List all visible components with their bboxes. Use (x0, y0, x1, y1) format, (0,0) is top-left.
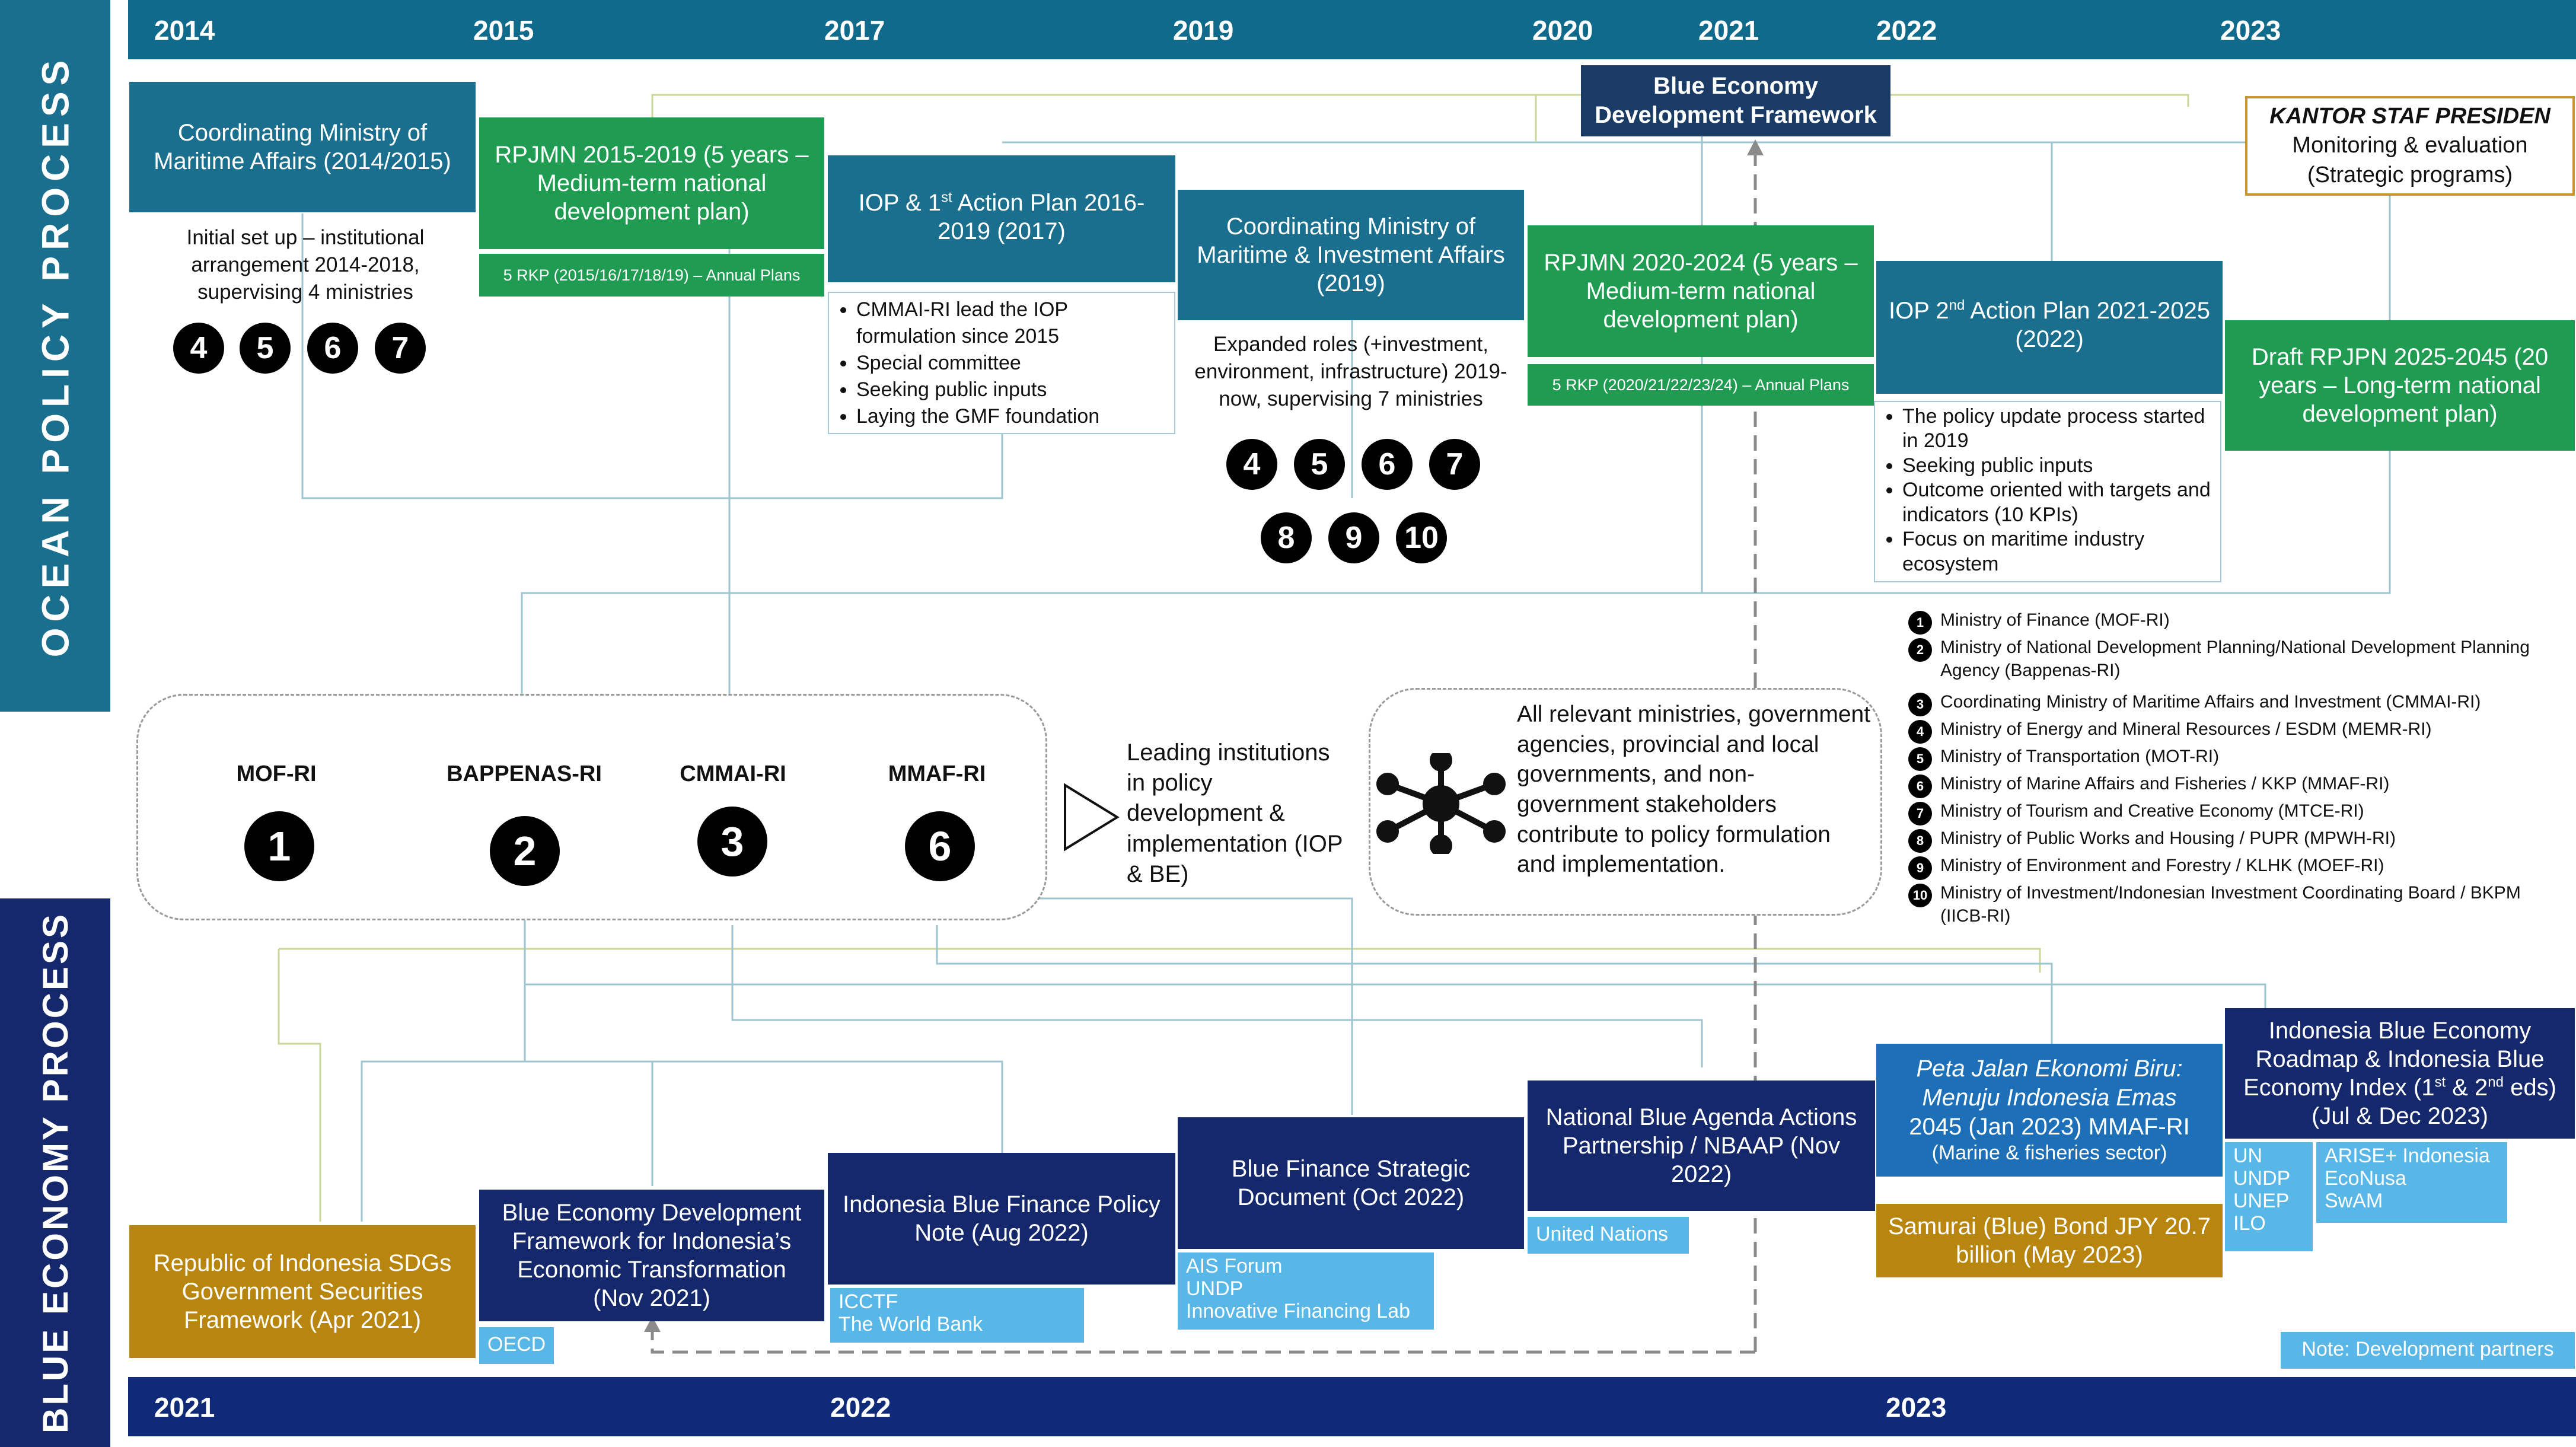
year-label: 2020 (1532, 15, 1593, 46)
network-icon (1376, 753, 1506, 854)
institution-name: MMAF-RI (888, 761, 986, 786)
list-item: Special committee (856, 350, 1171, 377)
institution-name: MOF-RI (236, 761, 317, 786)
ministry-number: 6 (307, 323, 358, 374)
institution-name: CMMAI-RI (680, 761, 786, 786)
ministry-number: 4 (1226, 439, 1277, 490)
year-label: 2023 (2220, 15, 2281, 46)
year-label: 2022 (1876, 15, 1937, 46)
list-item: Focus on maritime industry ecosystem (1902, 527, 2217, 576)
ministry-number: 6 (1362, 439, 1413, 490)
partner-label: AIS Forum UNDP Innovative Financing Lab (1178, 1252, 1434, 1330)
ministry-number: 8 (1261, 512, 1312, 563)
rpjmn-2020-box: RPJMN 2020-2024 (5 years – Medium-term n… (1528, 225, 1874, 357)
iop-2nd-action-plan-box: IOP 2nd Action Plan 2021-2025 (2022) (1876, 261, 2223, 394)
institution-number: 6 (905, 811, 975, 881)
year-label: 2015 (473, 15, 534, 46)
iop-1st-action-plan-box: IOP & 1st Action Plan 2016-2019 (2017) (828, 155, 1175, 282)
partner-label: UN UNDP UNEP ILO (2225, 1142, 2313, 1251)
year-label: 2021 (154, 1392, 215, 1423)
partner-label: United Nations (1528, 1217, 1689, 1254)
sdgs-securities-box: Republic of Indonesia SDGs Government Se… (129, 1225, 476, 1358)
nbaap-box: National Blue Agenda Actions Partnership… (1528, 1081, 1875, 1211)
year-label: 2019 (1173, 15, 1234, 46)
ministry-number: 4 (173, 323, 224, 374)
blue-finance-strategic-document-box: Blue Finance Strategic Document (Oct 202… (1178, 1117, 1524, 1249)
samurai-bond-box: Samurai (Blue) Bond JPY 20.7 billion (Ma… (1876, 1204, 2223, 1277)
institution-name: BAPPENAS-RI (447, 761, 602, 786)
list-item: Laying the GMF foundation (856, 403, 1171, 430)
top-timeline-bar: 2014 2015 2017 2019 2020 2021 2022 2023 (128, 0, 2576, 59)
year-label: 2023 (1886, 1392, 1947, 1423)
bedf-box: Blue Economy Development Framework (1581, 65, 1890, 136)
ministry-number: 7 (375, 323, 426, 374)
year-label: 2021 (1698, 15, 1759, 46)
cmmai-2019-box: Coordinating Ministry of Maritime & Inve… (1178, 190, 1524, 320)
blue-economy-label: BLUE ECONOMY PROCESS (0, 898, 110, 1447)
stakeholders-text: All relevant ministries, government agen… (1517, 702, 1871, 878)
cmmai-description: Expanded roles (+investment, environment… (1194, 333, 1507, 411)
cmma-description: Initial set up – institutional arrangeme… (186, 226, 425, 304)
partner-label: OECD (479, 1327, 554, 1364)
rkp-2020-box: 5 RKP (2020/21/22/23/24) – Annual Plans (1528, 364, 1874, 406)
partner-label: ARISE+ Indonesia EcoNusa SwAM (2316, 1142, 2507, 1223)
iop-1st-details: CMMAI-RI lead the IOP formulation since … (828, 292, 1175, 434)
list-item: The policy update process started in 201… (1902, 404, 2217, 454)
ministry-number: 5 (240, 323, 291, 374)
leading-institutions-text: Leading institutions in policy developme… (1127, 740, 1343, 887)
list-item: Seeking public inputs (856, 377, 1171, 403)
ministry-number: 5 (1294, 439, 1345, 490)
ministry-number: 7 (1429, 439, 1480, 490)
rkp-2015-box: 5 RKP (2015/16/17/18/19) – Annual Plans (479, 254, 824, 297)
kantor-staf-presiden-box: KANTOR STAF PRESIDEN Monitoring & evalua… (2245, 96, 2575, 196)
institution-number: 2 (490, 816, 560, 886)
ministry-number: 9 (1328, 512, 1379, 563)
institution-number: 1 (244, 811, 314, 881)
year-label: 2014 (154, 15, 215, 46)
list-item: Seeking public inputs (1902, 454, 2217, 478)
development-partners-note: Note: Development partners (2281, 1332, 2575, 1369)
year-label: 2022 (830, 1392, 891, 1423)
list-item: Outcome oriented with targets and indica… (1902, 478, 2217, 527)
cmma-2014-box: Coordinating Ministry of Maritime Affair… (129, 82, 476, 212)
iop-2nd-details: The policy update process started in 201… (1874, 401, 2221, 582)
institution-number: 3 (697, 807, 767, 877)
blue-finance-policy-note-box: Indonesia Blue Finance Policy Note (Aug … (828, 1153, 1175, 1285)
list-item: CMMAI-RI lead the IOP formulation since … (856, 297, 1171, 350)
partner-label: ICCTF The World Bank (830, 1288, 1084, 1343)
ocean-policy-label: OCEAN POLICY PROCESS (0, 0, 110, 712)
peta-jalan-box: Peta Jalan Ekonomi Biru: Menuju Indonesi… (1876, 1044, 2223, 1177)
play-arrow-icon (1064, 783, 1120, 852)
bottom-timeline-bar: 2021 2022 2023 (128, 1377, 2576, 1436)
rpjmn-2015-box: RPJMN 2015-2019 (5 years – Medium-term n… (479, 117, 824, 249)
ministry-number: 10 (1396, 512, 1447, 563)
year-label: 2017 (824, 15, 885, 46)
blue-economy-roadmap-box: Indonesia Blue Economy Roadmap & Indones… (2225, 1008, 2575, 1139)
bedf-oecd-box: Blue Economy Development Framework for I… (479, 1190, 824, 1321)
rpjpn-draft-box: Draft RPJPN 2025-2045 (20 years – Long-t… (2225, 320, 2575, 451)
leading-institutions-panel (136, 694, 1047, 920)
